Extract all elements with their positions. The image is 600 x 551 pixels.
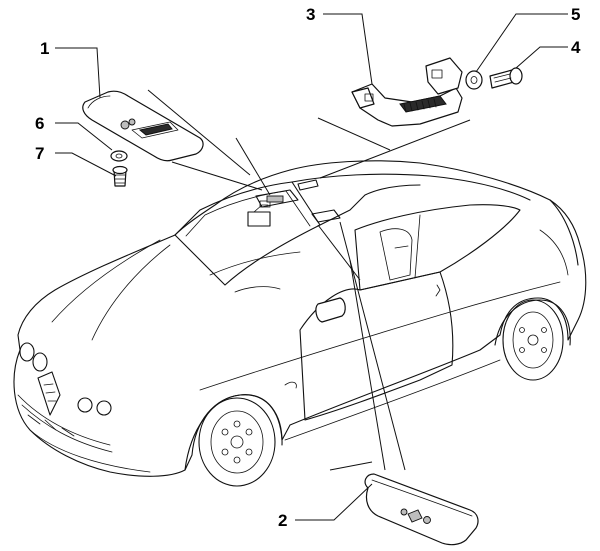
callout-leaders	[55, 13, 568, 521]
part-sun-visor-right	[364, 473, 479, 546]
callout-3: 3	[306, 5, 315, 24]
callout-labels: 1 2 3 4 5 6 7	[35, 5, 581, 530]
callout-1: 1	[40, 39, 49, 58]
part-screw-4	[489, 67, 523, 89]
callout-6: 6	[35, 114, 44, 133]
callout-5: 5	[571, 5, 580, 24]
assembly-lines	[147, 89, 471, 471]
car-illustration	[13, 160, 587, 487]
part-washer-5	[465, 70, 483, 90]
part-grab-handle	[351, 57, 463, 127]
part-screw-7	[112, 165, 128, 187]
part-washer-6	[110, 150, 128, 162]
callout-7: 7	[35, 144, 44, 163]
callout-4: 4	[571, 38, 581, 57]
part-sun-visor-left	[82, 90, 204, 162]
callout-2: 2	[278, 511, 287, 530]
